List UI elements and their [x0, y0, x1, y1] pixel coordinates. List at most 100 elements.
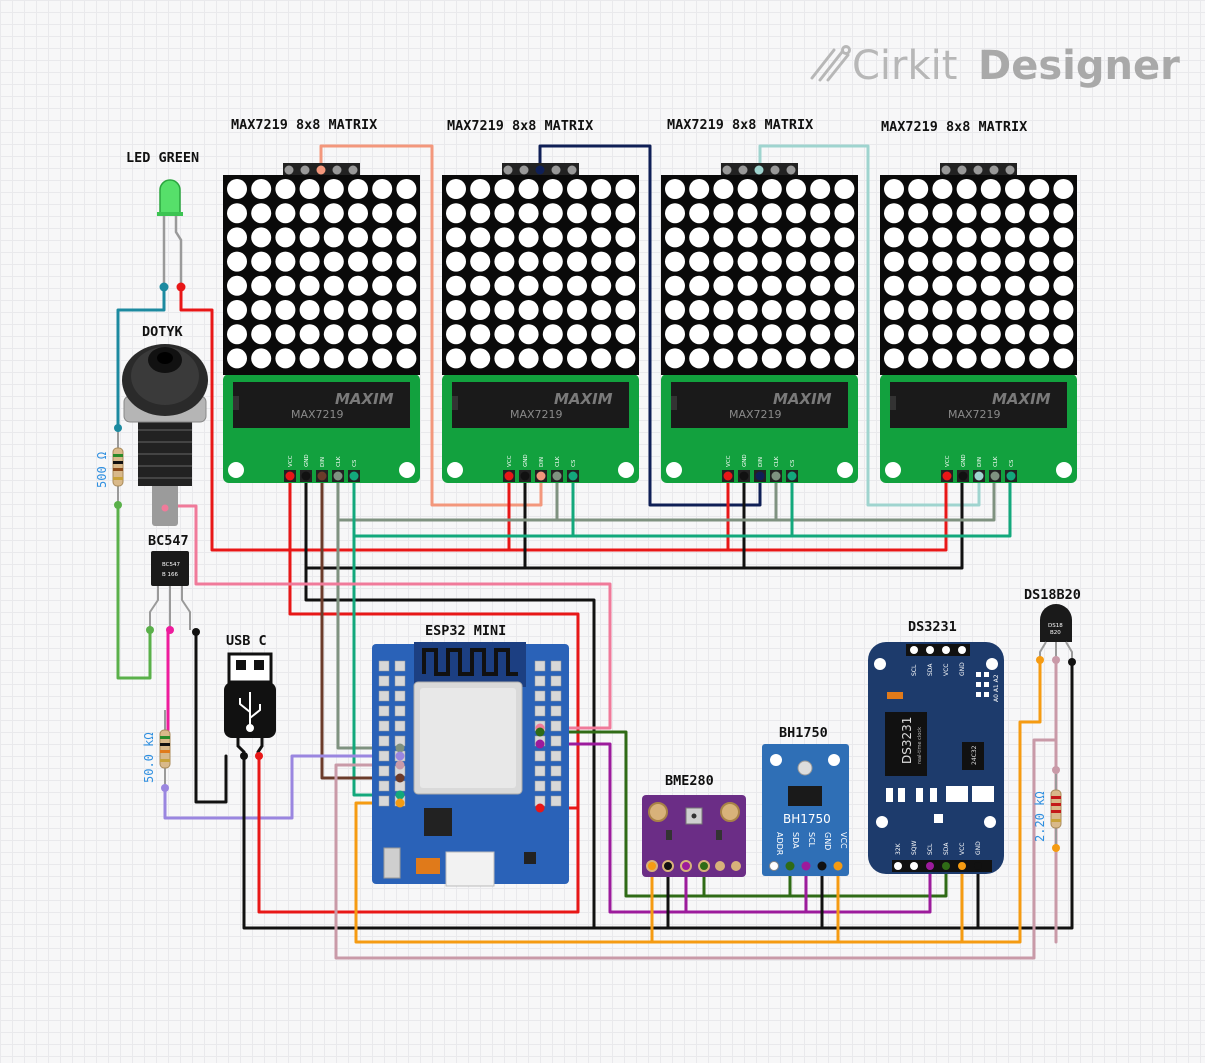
matrix-out-pin[interactable]	[786, 165, 796, 175]
esp32-pin[interactable]	[394, 675, 406, 687]
esp32-pin[interactable]	[378, 750, 390, 762]
led-pin-cathode[interactable]	[159, 282, 169, 292]
bh1750-pin-addr[interactable]	[769, 861, 779, 871]
esp32-pin[interactable]	[394, 660, 406, 672]
ds3231-pin-gnd[interactable]	[974, 862, 982, 870]
matrix-out-pin[interactable]	[1005, 165, 1015, 175]
ds18b20-sensor[interactable]: DS18B20 DS18 B20	[1024, 587, 1081, 666]
transistor-bc547[interactable]: BC547 BC547 B 166	[146, 533, 200, 636]
esp32-pin[interactable]	[378, 660, 390, 672]
bme280-pin-sda[interactable]	[698, 860, 710, 872]
ds3231-pin-32k[interactable]	[894, 862, 902, 870]
matrix-out-pin[interactable]	[519, 165, 529, 175]
esp32-pin[interactable]	[378, 735, 390, 747]
led-green[interactable]: LED GREEN	[126, 150, 199, 292]
esp32-pin[interactable]	[550, 795, 562, 807]
esp32-connected-pin[interactable]	[395, 743, 405, 753]
bme280-pin-gnd[interactable]	[662, 860, 674, 872]
bme280-pin-5[interactable]	[715, 861, 725, 871]
esp32-pin[interactable]	[550, 765, 562, 777]
ds18b20-pin-gnd[interactable]	[1068, 658, 1076, 666]
esp32-connected-pin[interactable]	[535, 803, 545, 813]
esp32-pin[interactable]	[550, 720, 562, 732]
bh1750-pin-gnd[interactable]	[817, 861, 827, 871]
resistor-r3[interactable]: 2.20 kΩ	[1033, 766, 1062, 852]
ds3231-pin-sqw[interactable]	[910, 862, 918, 870]
esp32-pin[interactable]	[534, 780, 546, 792]
esp32-pin[interactable]	[378, 765, 390, 777]
jack-dotyk[interactable]: DOTYK	[122, 324, 208, 526]
esp32-pin[interactable]	[550, 690, 562, 702]
matrix-pin-vcc[interactable]	[723, 471, 733, 481]
matrix-pin-gnd[interactable]	[958, 471, 968, 481]
esp32-connected-pin[interactable]	[395, 760, 405, 770]
ds18b20-pin-data[interactable]	[1052, 656, 1060, 664]
matrix-out-pin[interactable]	[738, 165, 748, 175]
esp32-pin[interactable]	[378, 690, 390, 702]
esp32-pin[interactable]	[550, 675, 562, 687]
r3-pin-top[interactable]	[1052, 766, 1060, 774]
esp32-connected-pin[interactable]	[395, 773, 405, 783]
ds3231-pin-sda[interactable]	[942, 862, 950, 870]
esp32-pin[interactable]	[550, 750, 562, 762]
matrix-pin-clk[interactable]	[990, 471, 1000, 481]
matrix-out-pin[interactable]	[551, 165, 561, 175]
resistor-r2[interactable]: 50.0 kΩ	[142, 710, 171, 792]
transistor-pin-c[interactable]	[192, 628, 200, 636]
led-pin-anode[interactable]	[176, 282, 186, 292]
matrix-out-pin[interactable]	[754, 165, 764, 175]
matrix-out-pin[interactable]	[941, 165, 951, 175]
matrix-pin-clk[interactable]	[333, 471, 343, 481]
esp32-pin[interactable]	[394, 705, 406, 717]
ds3231-pin-scl[interactable]	[926, 862, 934, 870]
matrix-pin-vcc[interactable]	[285, 471, 295, 481]
matrix-pin-din[interactable]	[536, 471, 546, 481]
resistor-r1[interactable]: 500 Ω	[95, 424, 124, 509]
matrix-out-pin[interactable]	[973, 165, 983, 175]
usb-pin-gnd[interactable]	[240, 752, 248, 760]
usb-pin-vcc[interactable]	[255, 752, 263, 760]
esp32-connected-pin[interactable]	[395, 790, 405, 800]
matrix-pin-cs[interactable]	[349, 471, 359, 481]
esp32-pin[interactable]	[378, 705, 390, 717]
esp32-pin[interactable]	[394, 690, 406, 702]
matrix-out-pin[interactable]	[535, 165, 545, 175]
esp32-pin[interactable]	[550, 735, 562, 747]
matrix-pin-gnd[interactable]	[739, 471, 749, 481]
matrix-out-pin[interactable]	[989, 165, 999, 175]
esp32-pin[interactable]	[550, 705, 562, 717]
r1-pin-top[interactable]	[114, 424, 122, 432]
esp32-pin[interactable]	[378, 795, 390, 807]
r3-pin-bottom[interactable]	[1052, 844, 1060, 852]
bme280-pin-vcc[interactable]	[646, 860, 658, 872]
transistor-pin-b[interactable]	[166, 626, 174, 634]
matrix-pin-gnd[interactable]	[520, 471, 530, 481]
esp32-connected-pin[interactable]	[395, 798, 405, 808]
r1-pin-bottom[interactable]	[114, 501, 122, 509]
bme280-pin-scl[interactable]	[680, 860, 692, 872]
matrix-out-pin[interactable]	[503, 165, 513, 175]
matrix-out-pin[interactable]	[770, 165, 780, 175]
esp32-pin[interactable]	[378, 780, 390, 792]
esp32-pin[interactable]	[394, 720, 406, 732]
matrix-out-pin[interactable]	[300, 165, 310, 175]
ds18b20-pin-vcc[interactable]	[1036, 656, 1044, 664]
bh1750-pin-vcc[interactable]	[833, 861, 843, 871]
matrix-pin-din[interactable]	[974, 471, 984, 481]
esp32-pin[interactable]	[550, 660, 562, 672]
esp32-pin[interactable]	[378, 720, 390, 732]
matrix-pin-cs[interactable]	[568, 471, 578, 481]
usb-c-connector[interactable]: USB C	[224, 633, 276, 760]
bh1750-pin-sda[interactable]	[785, 861, 795, 871]
matrix-pin-clk[interactable]	[552, 471, 562, 481]
esp32-connected-pin[interactable]	[535, 739, 545, 749]
esp32-pin[interactable]	[534, 705, 546, 717]
bme280-sensor[interactable]: BME280	[642, 773, 746, 877]
esp32-mini[interactable]: ESP32 MINI	[372, 623, 569, 887]
jack-pin[interactable]	[161, 504, 169, 512]
